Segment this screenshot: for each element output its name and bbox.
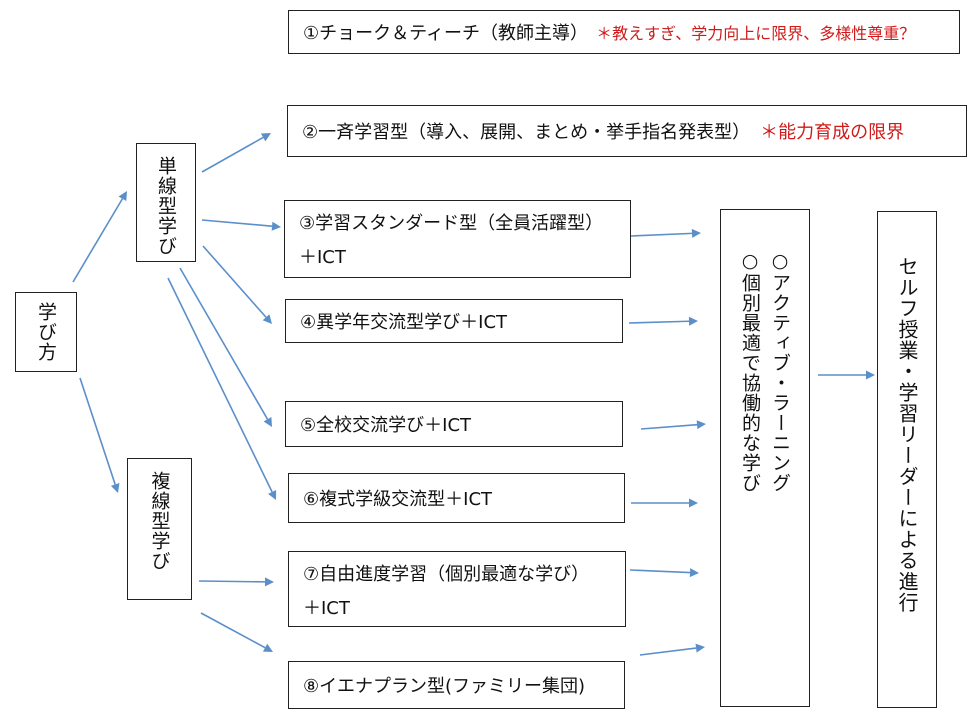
arrow-outcome-to-final bbox=[818, 370, 875, 380]
type-6-label: ⑥複式学級交流型＋ICT bbox=[303, 489, 493, 510]
type-4-label: ④異学年交流型学び＋ICT bbox=[300, 312, 508, 333]
arrow-type6-to-outcome bbox=[631, 498, 698, 508]
type-7-box: ⑦自由進度学習（個別最適な学び） ＋ICT bbox=[288, 551, 626, 627]
arrow-single-to-type4 bbox=[202, 245, 272, 324]
type-7-label-line2: ＋ICT bbox=[303, 598, 350, 619]
arrow-single-to-type3 bbox=[201, 219, 281, 231]
type-7-label-line1: ⑦自由進度学習（個別最適な学び） bbox=[303, 564, 590, 585]
arrow-type5-to-outcome bbox=[640, 420, 706, 430]
type-2-note: ＊能力育成の限界 bbox=[760, 122, 905, 143]
learning-method-label: 学び方 bbox=[35, 302, 57, 362]
arrow-type4-to-outcome bbox=[628, 316, 698, 326]
type-5-box: ⑤全校交流学び＋ICT bbox=[285, 401, 623, 447]
type-8-label: ⑧イエナプラン型(ファミリー集団) bbox=[303, 676, 586, 697]
arrow-type7-to-outcome bbox=[629, 568, 699, 578]
type-1-label: ①チョーク＆ティーチ（教師主導） bbox=[303, 23, 589, 44]
type-2-label: ②一斉学習型（導入、展開、まとめ・挙手指名発表型） bbox=[302, 122, 751, 143]
arrow-method-to-single bbox=[72, 191, 127, 283]
type-5-label: ⑤全校交流学び＋ICT bbox=[300, 415, 472, 436]
type-8-box: ⑧イエナプラン型(ファミリー集団) bbox=[288, 661, 625, 709]
learning-method-node: 学び方 bbox=[15, 292, 77, 372]
type-2-box: ②一斉学習型（導入、展開、まとめ・挙手指名発表型） ＊能力育成の限界 bbox=[287, 105, 967, 157]
type-1-box: ①チョーク＆ティーチ（教師主導） ＊教えすぎ、学力向上に限界、多様性尊重？ bbox=[288, 10, 960, 54]
type-4-box: ④異学年交流型学び＋ICT bbox=[285, 299, 623, 343]
single-line-learning-label: 単線型学び bbox=[155, 156, 177, 256]
type-3-label-line2: ＋ICT bbox=[299, 247, 346, 268]
arrow-multi-to-type8 bbox=[200, 612, 273, 652]
self-led-class-box: セルフ授業・学習リーダーによる進行 bbox=[877, 211, 937, 708]
type-6-box: ⑥複式学級交流型＋ICT bbox=[288, 473, 625, 523]
arrow-type8-to-outcome bbox=[639, 643, 705, 656]
arrow-method-to-multi bbox=[79, 377, 120, 493]
multi-line-learning-label: 複線型学び bbox=[148, 471, 171, 571]
individual-collaborative-label: ○個別最適で協働的な学び bbox=[739, 250, 761, 493]
outcome-box: ○アクティブ・ラーニング ○個別最適で協働的な学び bbox=[720, 209, 810, 707]
arrow-single-to-type5 bbox=[179, 267, 272, 427]
type-3-box: ③学習スタンダード型（全員活躍型） ＋ICT bbox=[284, 200, 631, 278]
single-line-learning-node: 単線型学び bbox=[136, 143, 196, 262]
active-learning-label: ○アクティブ・ラーニング bbox=[769, 250, 791, 493]
type-3-label-line1: ③学習スタンダード型（全員活躍型） bbox=[299, 213, 604, 234]
multi-line-learning-node: 複線型学び bbox=[127, 458, 192, 600]
arrow-single-to-type2 bbox=[201, 133, 271, 173]
arrow-single-to-type6 bbox=[167, 277, 277, 500]
self-led-class-label: セルフ授業・学習リーダーによる進行 bbox=[895, 256, 919, 613]
arrow-multi-to-type7 bbox=[198, 577, 274, 587]
arrow-type3-to-outcome bbox=[630, 228, 701, 238]
type-1-note: ＊教えすぎ、学力向上に限界、多様性尊重？ bbox=[596, 24, 916, 43]
